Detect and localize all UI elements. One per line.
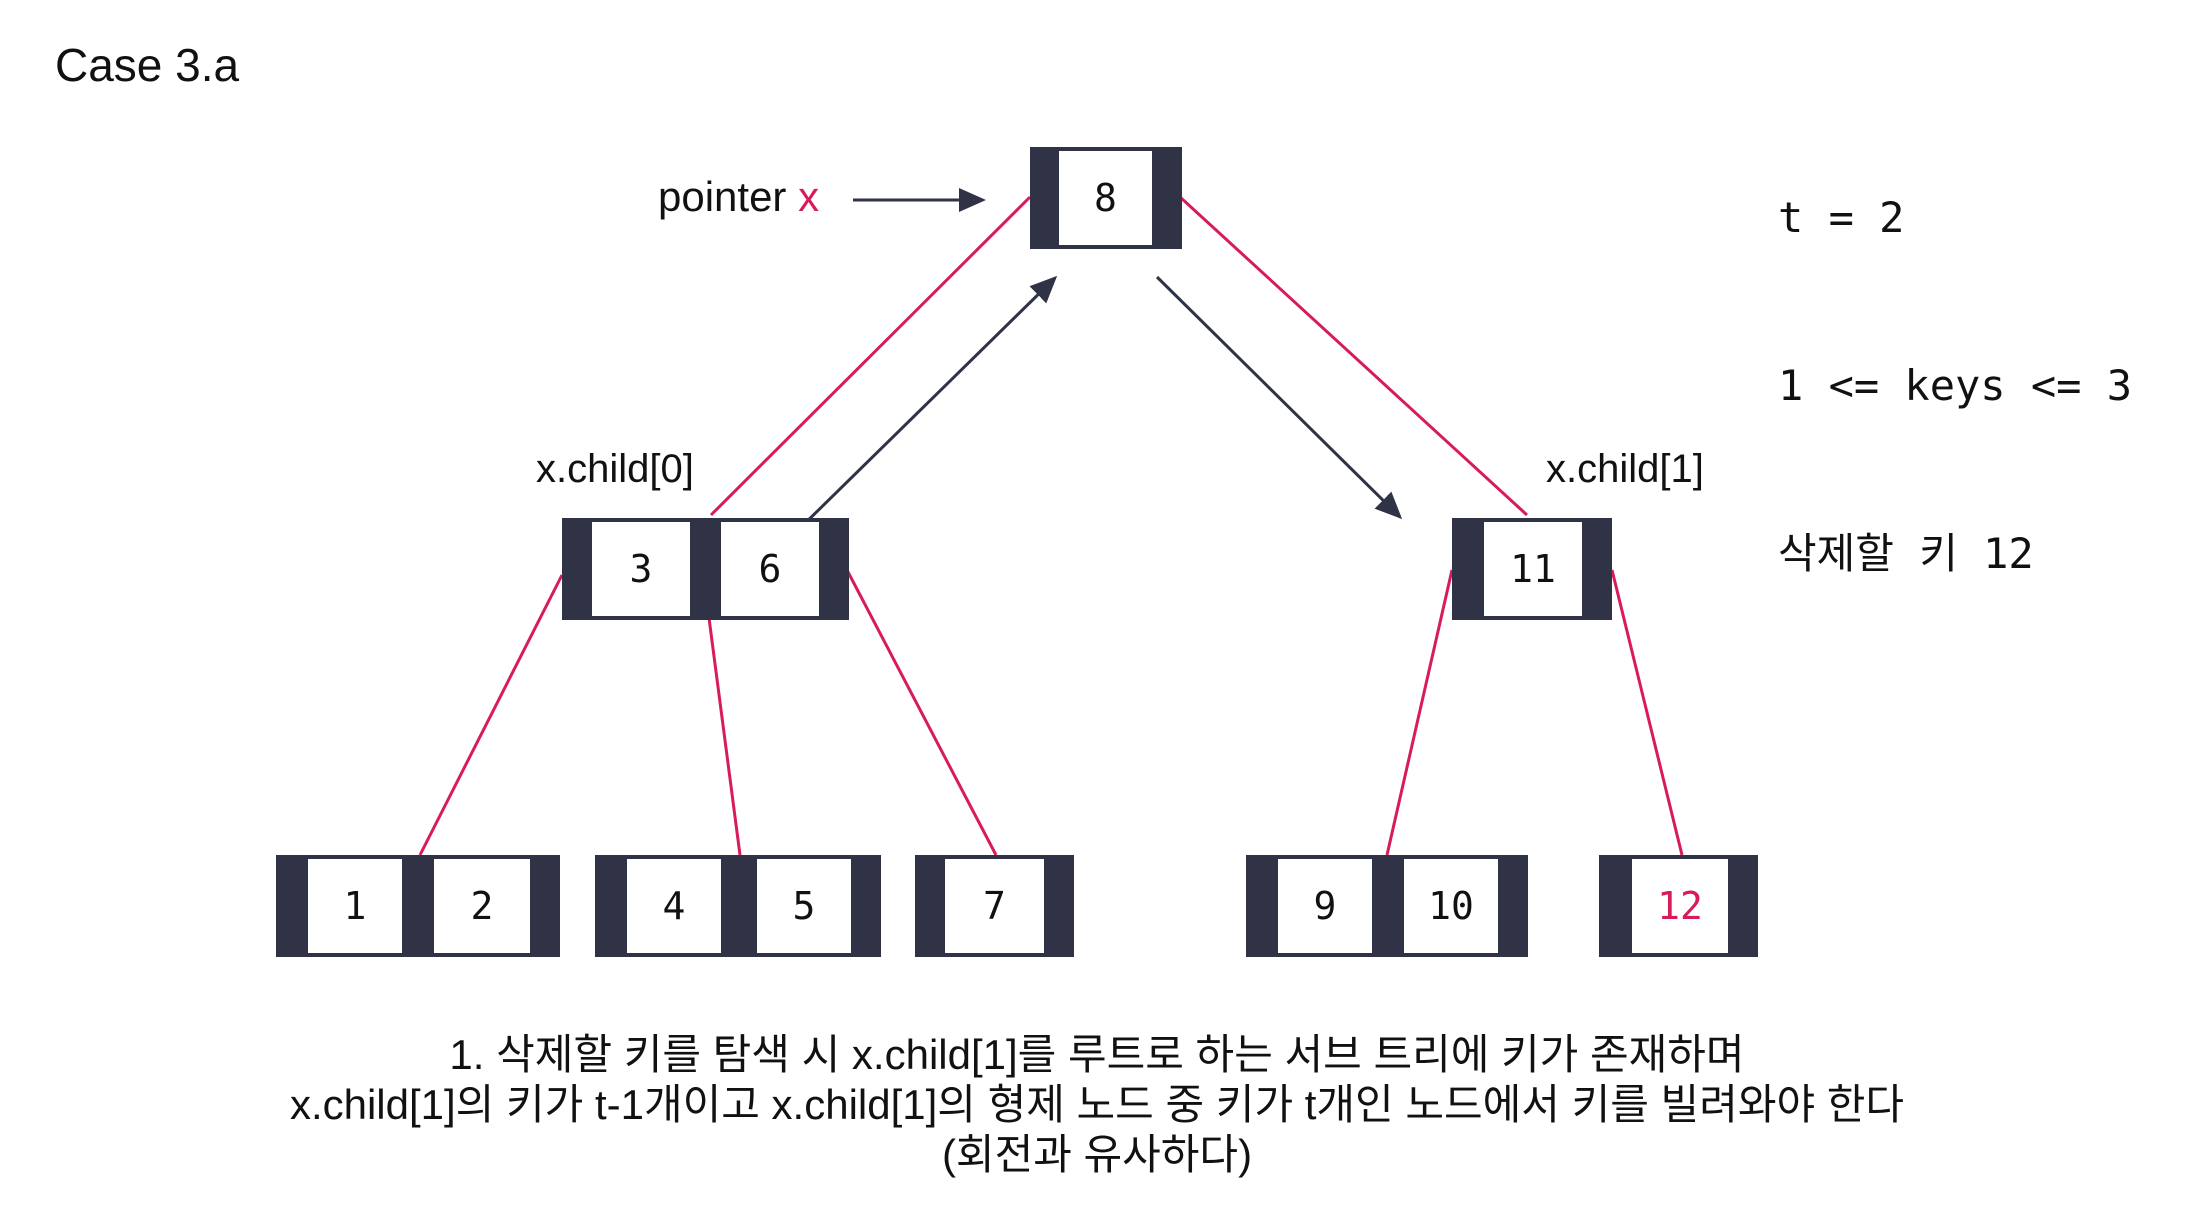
node-leaf3: 7 <box>915 855 1074 957</box>
edge-left-leaf3 <box>845 569 998 856</box>
edge-right-leaf5 <box>1610 569 1684 856</box>
key-3: 3 <box>630 547 653 591</box>
edge-root-right <box>1178 195 1529 517</box>
pointer-variable: x <box>798 173 820 220</box>
key-slot <box>434 859 530 953</box>
pointer-text: pointer <box>658 173 787 220</box>
edge-left-leaf1 <box>418 574 564 856</box>
case-title: Case 3.a <box>55 39 240 91</box>
key-4: 4 <box>663 884 686 928</box>
key-8: 8 <box>1094 176 1117 220</box>
key-slot <box>945 859 1044 953</box>
tree-edges <box>418 195 1684 856</box>
key-9: 9 <box>1314 884 1337 928</box>
key-slot <box>1404 859 1498 953</box>
param-key-range: 1 <= keys <= 3 <box>1778 361 2133 410</box>
key-5: 5 <box>793 884 816 928</box>
description-line-1: 1. 삭제할 키를 탐색 시 x.child[1]를 루트로 하는 서브 트리에… <box>449 1031 1745 1078</box>
edge-root-left <box>709 195 1032 517</box>
key-slot <box>721 522 819 616</box>
key-11: 11 <box>1510 547 1556 591</box>
key-2: 2 <box>471 884 494 928</box>
child-label-right: x.child[1] <box>1546 447 1704 491</box>
key-slot <box>627 859 721 953</box>
node-root: 8 <box>1030 147 1182 249</box>
child-label-left: x.child[0] <box>536 447 694 491</box>
edge-left-leaf2 <box>707 617 742 856</box>
arrow-down-to-right-child <box>1155 275 1403 520</box>
param-t: t = 2 <box>1778 193 1905 242</box>
key-slot <box>1278 859 1372 953</box>
pointer-label: pointer x <box>658 173 819 221</box>
node-leaf5: 12 <box>1599 855 1758 957</box>
edge-right-leaf4 <box>1385 569 1454 856</box>
key-7: 7 <box>983 884 1006 928</box>
key-slot <box>1632 859 1728 953</box>
key-10: 10 <box>1428 884 1474 928</box>
key-slot <box>1059 151 1152 245</box>
parameters-block: t = 2 1 <= keys <= 3 삭제할 키 12 <box>1778 78 2132 694</box>
key-1: 1 <box>344 884 367 928</box>
description-line-2: x.child[1]의 키가 t-1개이고 x.child[1]의 형제 노드 … <box>289 1081 1905 1128</box>
key-slot <box>592 522 690 616</box>
arrow-up-to-root <box>788 275 1058 540</box>
pointer-arrows <box>788 188 1403 540</box>
param-delete-key: 삭제할 키 12 <box>1778 529 2034 578</box>
key-slot <box>1484 522 1582 616</box>
key-12: 12 <box>1657 884 1703 928</box>
node-right: 11 <box>1452 518 1612 620</box>
key-slot <box>308 859 402 953</box>
key-6: 6 <box>759 547 782 591</box>
description: 1. 삭제할 키를 탐색 시 x.child[1]를 루트로 하는 서브 트리에… <box>0 1030 2194 1180</box>
key-slot <box>757 859 851 953</box>
node-leaf4: 9 10 <box>1246 855 1528 957</box>
description-line-3: (회전과 유사하다) <box>941 1131 1253 1178</box>
